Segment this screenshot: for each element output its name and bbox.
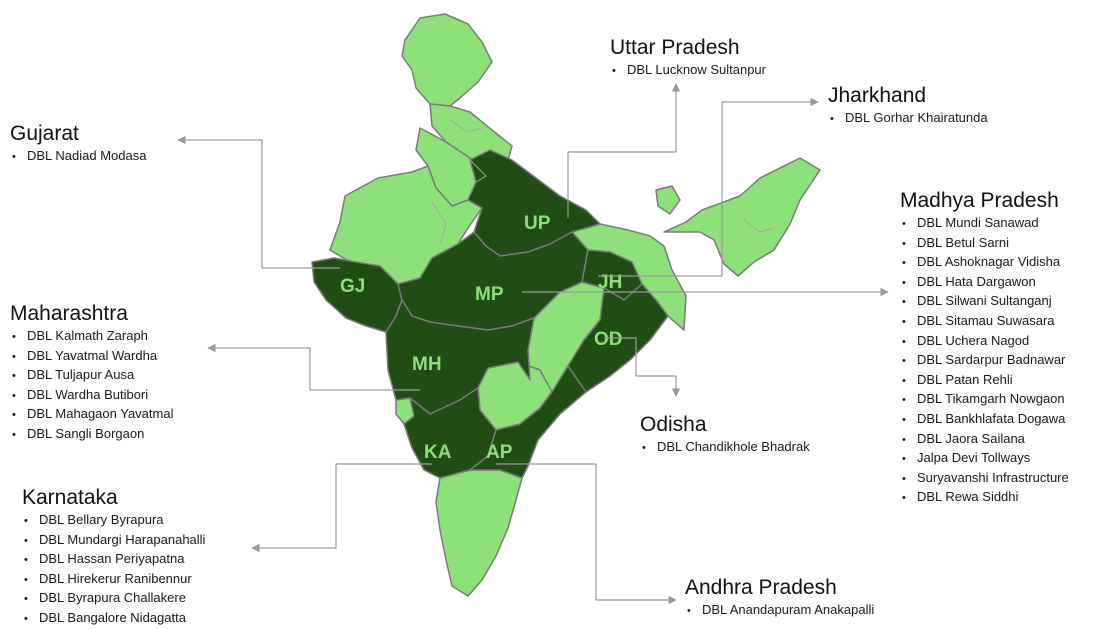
group-karnataka: Karnataka DBL Bellary Byrapura DBL Munda… (22, 486, 205, 629)
project-item: DBL Bellary Byrapura (22, 511, 205, 531)
project-item: DBL Byrapura Challakere (22, 589, 205, 609)
project-item: DBL Sardarpur Badnawar (900, 351, 1069, 371)
map-label-mp: MP (475, 284, 504, 305)
project-item: DBL Mundi Sanawad (900, 214, 1069, 234)
state-sikkim-strip (655, 185, 681, 215)
group-madhya-pradesh: Madhya Pradesh DBL Mundi Sanawad DBL Bet… (900, 189, 1069, 508)
project-item: DBL Wardha Butibori (10, 386, 173, 406)
project-item: DBL Yavatmal Wardha (10, 347, 173, 367)
leader-andhra-pradesh (496, 463, 677, 605)
project-item: DBL Betul Sarni (900, 234, 1069, 254)
map-label-ap: AP (486, 442, 513, 463)
project-item: DBL Bangalore Nidagatta (22, 609, 205, 629)
project-item: DBL Hassan Periyapatna (22, 550, 205, 570)
project-item: Jalpa Devi Tollways (900, 449, 1069, 469)
project-item: DBL Nadiad Modasa (10, 147, 146, 167)
project-item: DBL Tikamgarh Nowgaon (900, 390, 1069, 410)
project-item: DBL Sangli Borgaon (10, 425, 173, 445)
leader-gujarat (177, 135, 340, 269)
group-title-gujarat: Gujarat (10, 122, 79, 145)
group-andhra-pradesh: Andhra Pradesh DBL Anandapuram Anakapall… (685, 576, 874, 621)
group-title-karnataka: Karnataka (22, 486, 118, 509)
map-label-up: UP (524, 213, 551, 234)
project-item: DBL Hata Dargawon (900, 273, 1069, 293)
state-karnataka (403, 387, 497, 479)
leader-odisha (604, 337, 681, 397)
group-title-jharkhand: Jharkhand (828, 84, 927, 107)
project-item: DBL Anandapuram Anakapalli (685, 601, 874, 621)
map-label-jh: JH (598, 272, 622, 293)
group-gujarat: Gujarat DBL Nadiad Modasa (10, 122, 146, 167)
group-title-odisha: Odisha (640, 413, 707, 436)
served-states (311, 149, 669, 479)
project-item: DBL Gorhar Khairatunda (828, 109, 988, 129)
project-item: DBL Tuljapur Ausa (10, 366, 173, 386)
project-item: DBL Uchera Nagod (900, 332, 1069, 352)
project-item: DBL Bankhlafata Dogawa (900, 410, 1069, 430)
internal-borders (431, 119, 775, 245)
project-item: DBL Kalmath Zaraph (10, 327, 173, 347)
leader-lines (177, 83, 889, 605)
state-tamilnadu-kerala (435, 469, 523, 597)
group-title-uttar-pradesh: Uttar Pradesh (610, 36, 740, 59)
project-item: DBL Mahagaon Yavatmal (10, 405, 173, 425)
state-northeast (663, 157, 821, 277)
state-jammu-kashmir (401, 13, 493, 107)
map-label-gj: GJ (340, 276, 365, 297)
leader-uttar-pradesh (567, 83, 681, 218)
group-title-andhra-pradesh: Andhra Pradesh (685, 576, 837, 599)
state-andhra-pradesh (469, 365, 587, 479)
project-item: DBL Rewa Siddhi (900, 488, 1069, 508)
group-title-maharashtra: Maharashtra (10, 302, 128, 325)
group-odisha: Odisha DBL Chandikhole Bhadrak (640, 413, 810, 458)
group-jharkhand: Jharkhand DBL Gorhar Khairatunda (828, 84, 988, 129)
india-map: UP GJ MP JH MH OD KA AP (177, 13, 889, 605)
leader-maharashtra (207, 343, 420, 391)
project-item: DBL Patan Rehli (900, 371, 1069, 391)
project-item: DBL Chandikhole Bhadrak (640, 438, 810, 458)
project-item: DBL Mundargi Harapanahalli (22, 531, 205, 551)
project-item: DBL Hirekerur Ranibennur (22, 570, 205, 590)
project-item: DBL Lucknow Sultanpur (610, 61, 766, 81)
map-label-mh: MH (412, 354, 442, 375)
project-item: DBL Silwani Sultanganj (900, 292, 1069, 312)
leader-karnataka (251, 463, 432, 553)
group-uttar-pradesh: Uttar Pradesh DBL Lucknow Sultanpur (610, 36, 766, 81)
project-item: DBL Jaora Sailana (900, 430, 1069, 450)
state-abbreviations: UP GJ MP JH MH OD KA AP (340, 213, 623, 463)
map-label-od: OD (594, 329, 623, 350)
project-item: DBL Ashoknagar Vidisha (900, 253, 1069, 273)
leader-jharkhand (598, 97, 819, 277)
group-title-madhya-pradesh: Madhya Pradesh (900, 189, 1059, 212)
group-maharashtra: Maharashtra DBL Kalmath Zaraph DBL Yavat… (10, 302, 173, 445)
project-item: Suryavanshi Infrastructure (900, 469, 1069, 489)
map-label-ka: KA (424, 442, 452, 463)
project-item: DBL Sitamau Suwasara (900, 312, 1069, 332)
